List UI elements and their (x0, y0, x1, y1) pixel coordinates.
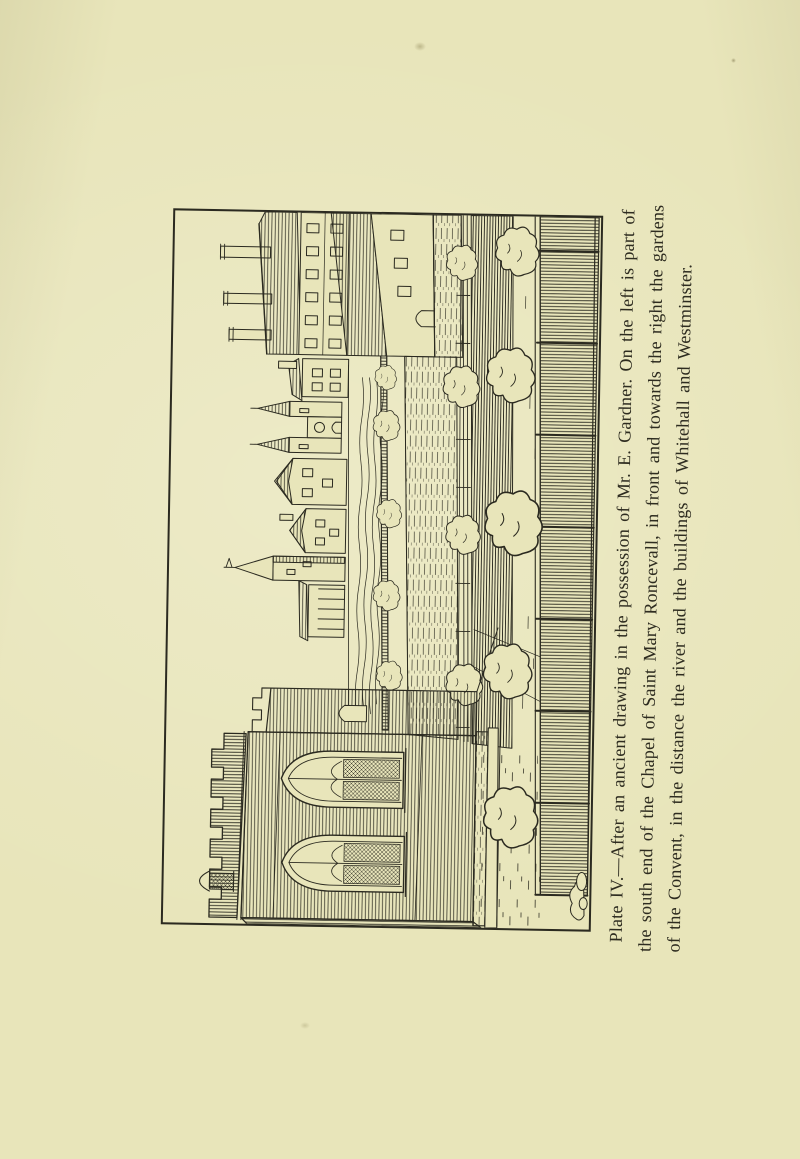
plate-caption: Plate IV.—After an ancient drawing in th… (602, 204, 708, 953)
manor-house (219, 211, 436, 358)
garden-paling-fence (534, 216, 600, 897)
whitehall-westminster-skyline (219, 211, 436, 642)
chapel-of-saint-mary-roncevall (199, 627, 502, 929)
plate-frame (160, 208, 604, 932)
corner-stones (569, 872, 588, 921)
paper-blemish (300, 1022, 310, 1029)
twin-spired-church (249, 400, 343, 454)
paper-blemish (414, 42, 426, 51)
river (348, 364, 384, 718)
paper-blemish (731, 58, 736, 63)
plate-illustration (199, 211, 600, 929)
